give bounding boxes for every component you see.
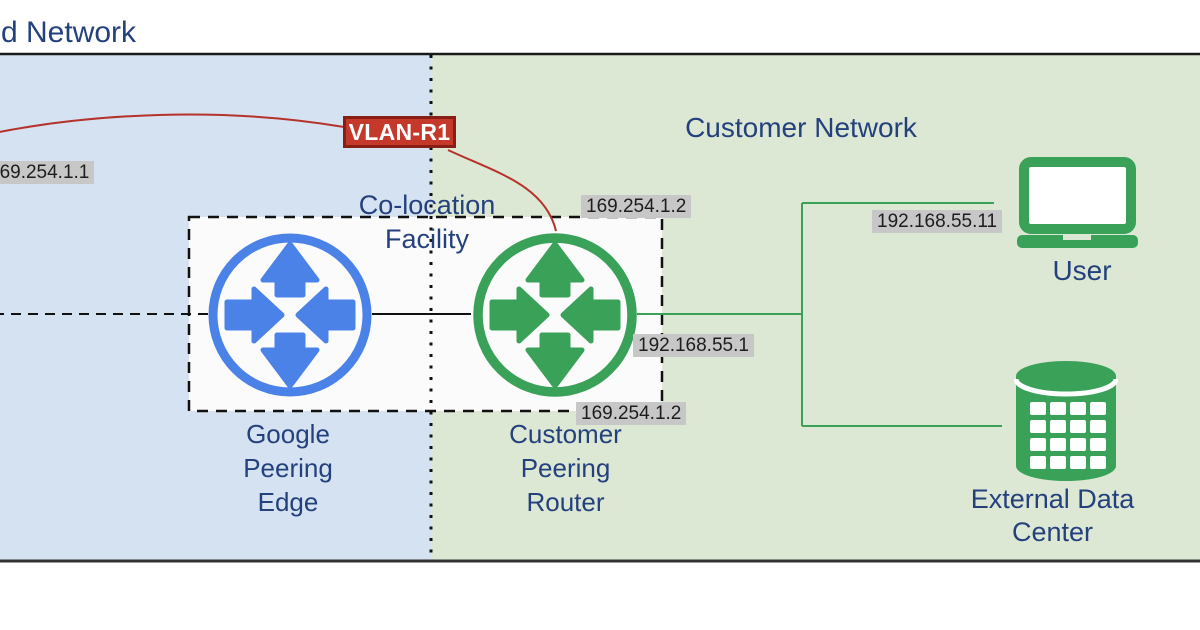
gpe-line2: Peering [243, 453, 333, 483]
ip-label-router-top: 169.254.1.2 [581, 195, 692, 218]
database-icon [1014, 361, 1118, 481]
user-label: User [1052, 255, 1112, 286]
router-icon [208, 233, 372, 397]
colocation-line2: Facility [384, 224, 469, 254]
cpr-line2: Peering [520, 453, 611, 483]
cpr-line3: Router [526, 487, 605, 517]
ip-label-router-bottom: 169.254.1.2 [576, 402, 687, 425]
laptop-icon [1017, 157, 1138, 248]
gpe-line3: Edge [257, 487, 319, 517]
customer-peering-router-label: Customer Peering Router [478, 417, 653, 519]
ip-label-router-lan: 192.168.55.1 [633, 334, 754, 357]
gpe-line1: Google [246, 419, 330, 449]
google-peering-edge-label: Google Peering Edge [203, 417, 373, 519]
edc-line2: Center [1011, 517, 1094, 547]
ip-label-google-edge: 169.254.1.1 [0, 161, 95, 184]
colocation-line1: Co-location [358, 190, 496, 220]
ip-label-user: 192.168.55.11 [872, 210, 1003, 233]
external-data-center-label: External Data Center [950, 483, 1155, 549]
customer-network-title: Customer Network [685, 112, 917, 143]
vlan-tag: VLAN-R1 [343, 116, 456, 148]
router-icon [473, 233, 637, 397]
colocation-facility-label: Co-location Facility [327, 188, 527, 256]
diagram-title-partial: d Network [1, 16, 137, 49]
edc-line1: External Data [970, 484, 1135, 514]
